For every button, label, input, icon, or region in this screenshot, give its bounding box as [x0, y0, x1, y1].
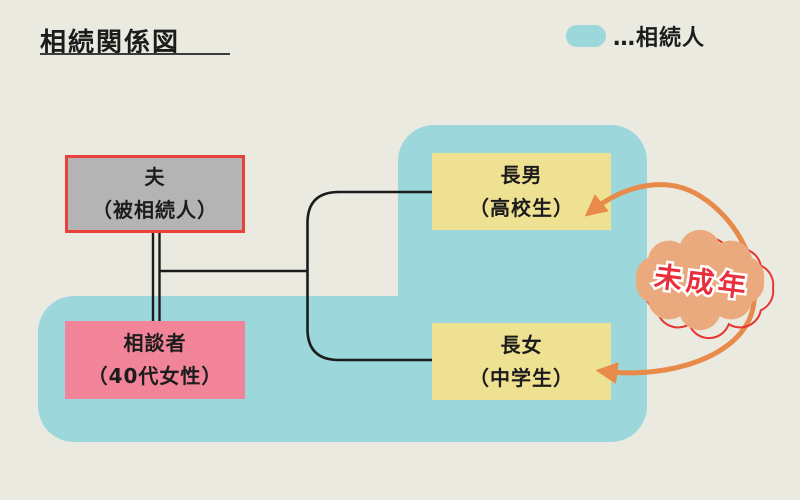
node-eldest-son: 長男 （高校生） — [432, 153, 611, 230]
node-consultant-note: （40代女性） — [87, 364, 223, 388]
node-husband-decedent: 夫 （被相続人） — [65, 155, 245, 233]
cloud-shape — [635, 229, 765, 331]
cloud-outline — [643, 236, 775, 340]
node-consultant-name: 相談者 — [123, 331, 187, 355]
heir-swatch-icon — [566, 25, 606, 47]
legend-label: …相続人 — [613, 26, 706, 51]
title-underline — [40, 53, 230, 55]
node-daughter-note: （中学生） — [469, 365, 574, 390]
node-husband-note: （被相続人） — [92, 198, 218, 222]
node-daughter-name: 長女 — [500, 332, 543, 357]
node-son-note: （高校生） — [469, 195, 574, 220]
minor-cloud: 未成年 — [635, 229, 775, 340]
node-husband-name: 夫 — [144, 165, 166, 189]
node-eldest-daughter: 長女 （中学生） — [432, 323, 611, 400]
node-son-name: 長男 — [500, 162, 543, 187]
cloud-label: 未成年 — [652, 260, 751, 304]
node-consultant: 相談者 （40代女性） — [65, 321, 245, 399]
legend: …相続人 — [566, 20, 705, 52]
